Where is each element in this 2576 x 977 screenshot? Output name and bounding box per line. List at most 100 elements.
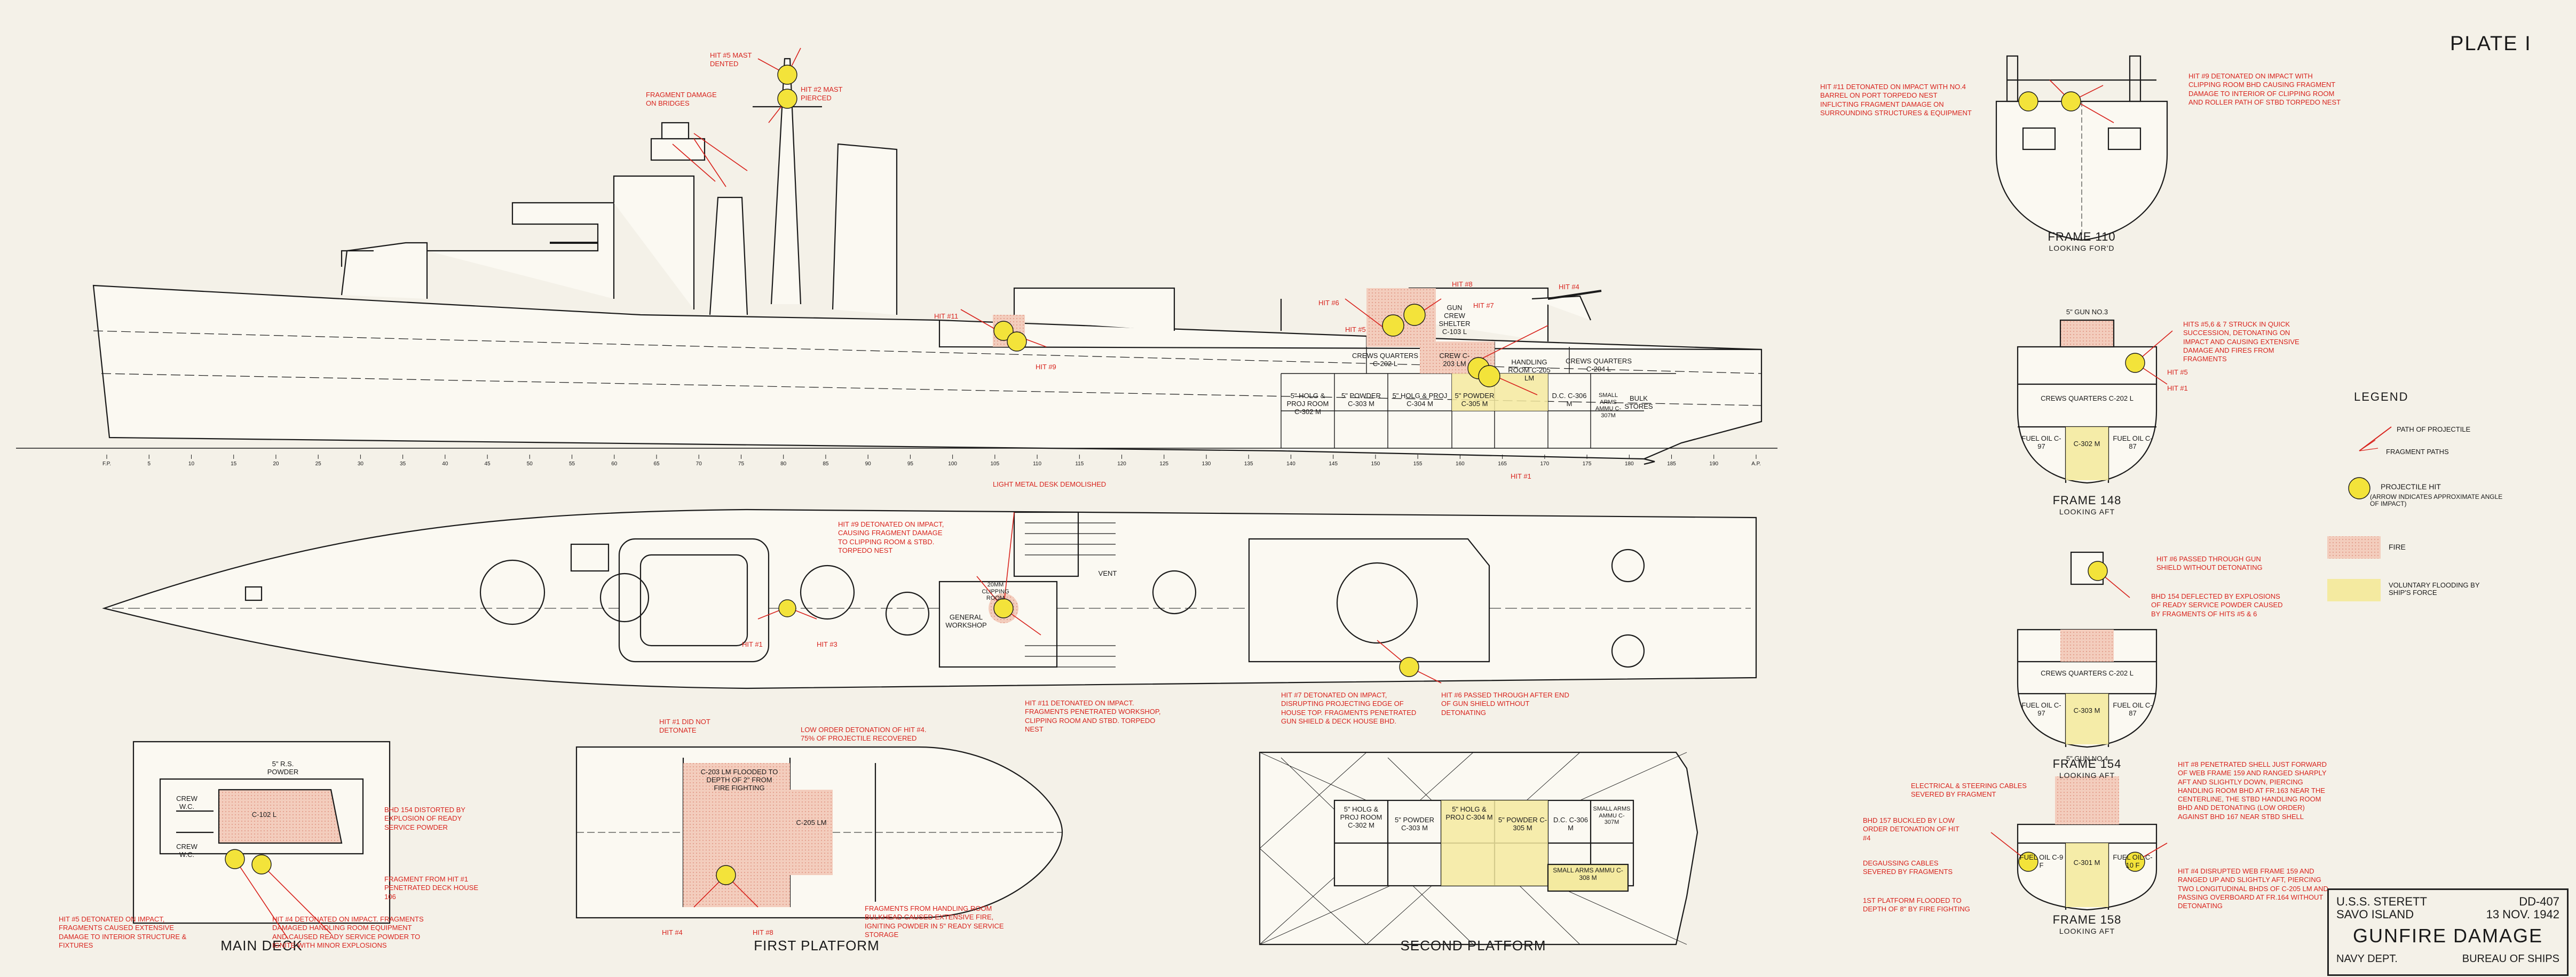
- note-hit1-profile: HIT #1: [1511, 472, 1531, 480]
- plan-view: [102, 509, 1757, 689]
- frame-tick-label: 15: [231, 461, 237, 467]
- frame-tick-label: A.P.: [1751, 461, 1761, 467]
- comp-sp-hold2: 5" HOLG & PROJ C-304 M: [1445, 805, 1493, 821]
- first-platform-caption: FIRST PLATFORM: [754, 938, 880, 954]
- frame-tick-label: F.P.: [102, 461, 111, 467]
- note-f148-hit5: HIT #5: [2167, 368, 2188, 376]
- legend-symbols: [2327, 426, 2392, 601]
- comp-crews-c202l: CREWS QUARTERS C-202 L: [1352, 352, 1418, 368]
- note-hit4-profile: HIT #4: [1559, 283, 1579, 291]
- hit-markers: [225, 65, 2370, 885]
- comp-sp-powder2: 5" POWDER C-305 M: [1498, 816, 1547, 832]
- note-hit8-fp: HIT #8: [753, 928, 773, 936]
- comp-fp-c203: C-203 LM FLOODED TO DEPTH OF 2" FROM FIR…: [700, 768, 778, 792]
- frame-tick-label: 70: [696, 461, 702, 467]
- note-f158-bhd: BHD 157 BUCKLED BY LOW ORDER DETONATION …: [1863, 816, 1959, 842]
- frame-tick-label: 95: [907, 461, 914, 467]
- frame-tick-label: 100: [948, 461, 957, 467]
- frame-tick-label: 190: [1709, 461, 1718, 467]
- comp-crew-wc1: CREW W.C.: [176, 795, 197, 811]
- frame-tick-label: 130: [1202, 461, 1211, 467]
- frame-154-sub: LOOKING AFT: [2059, 771, 2115, 780]
- note-f148-hits: HITS #5,6 & 7 STRUCK IN QUICK SUCCESSION…: [2183, 320, 2300, 363]
- comp-bulk: BULK STORES: [1624, 394, 1653, 410]
- comp-f148-crews: CREWS QUARTERS C-202 L: [2041, 394, 2134, 402]
- comp-f154-crews: CREWS QUARTERS C-202 L: [2041, 669, 2134, 677]
- comp-sp-dc: D.C. C-306 M: [1553, 816, 1589, 832]
- comp-crews-c204l: CREWS QUARTERS C-204 L: [1566, 357, 1632, 373]
- note-hit8-profile: HIT #8: [1452, 280, 1473, 288]
- note-f158-hit8: HIT #8 PENETRATED SHELL JUST FORWARD OF …: [2178, 760, 2327, 821]
- frame-tick-label: 65: [653, 461, 660, 467]
- frame-tick-label: 135: [1244, 461, 1253, 467]
- comp-gun-crew: GUN CREW SHELTER C-103 L: [1439, 304, 1471, 336]
- comp-f154-fo1: FUEL OIL C-97: [2021, 701, 2061, 717]
- comp-f154-mid: C-303 M: [2073, 706, 2100, 714]
- note-f154-hit6: HIT #6 PASSED THROUGH GUN SHIELD WITHOUT…: [2156, 555, 2263, 572]
- legend-hit: PROJECTILE HIT: [2381, 482, 2441, 491]
- note-bhd154: BHD 154 DISTORTED BY EXPLOSION OF READY …: [384, 806, 465, 831]
- note-f158-degauss: DEGAUSSING CABLES SEVERED BY FRAGMENTS: [1863, 859, 1953, 876]
- legend-fragments: FRAGMENT PATHS: [2386, 448, 2449, 456]
- frame-tick-label: 185: [1667, 461, 1676, 467]
- comp-fp-c205: C-205 LM: [796, 819, 827, 827]
- frame-tick-label: 115: [1075, 461, 1084, 467]
- frame-tick-label: 155: [1413, 461, 1423, 467]
- comp-sp-small: SMALL ARMS AMMU C-307M: [1593, 806, 1631, 826]
- frame-148-caption: FRAME 148: [2052, 494, 2122, 507]
- title-block-dept: NAVY DEPT.: [2336, 953, 2398, 965]
- note-hit11-profile: HIT #11: [934, 312, 959, 320]
- note-hit5-detonated: HIT #5 DETONATED ON IMPACT, FRAGMENTS CA…: [59, 915, 187, 949]
- note-hit4-fp: HIT #4: [662, 928, 683, 936]
- comp-vent: VENT: [1098, 569, 1117, 577]
- comp-sp-small2: SMALL ARMS AMMU C-308 M: [1553, 867, 1623, 881]
- comp-rs-powder: 5" R.S. POWDER: [267, 760, 299, 776]
- frame-110-section: [1995, 55, 2168, 241]
- frame-tick-label: 55: [569, 461, 575, 467]
- frame-tick-label: 160: [1456, 461, 1465, 467]
- comp-f158-gun: 5" GUN NO.4: [2066, 754, 2108, 762]
- frame-tick-label: 175: [1583, 461, 1592, 467]
- frame-tick-label: 85: [823, 461, 829, 467]
- frame-tick-label: 75: [738, 461, 745, 467]
- second-platform-view: [1259, 751, 1698, 946]
- legend-title: LEGEND: [2354, 390, 2409, 403]
- comp-f158-fo1: FUEL OIL C-9 F: [2019, 853, 2064, 869]
- comp-powder2: 5" POWDER C-305 M: [1455, 392, 1495, 408]
- note-hit1-not: HIT #1 DID NOT DETONATE: [659, 718, 710, 735]
- note-hit7-profile: HIT #7: [1473, 301, 1494, 309]
- frame-tick-label: 145: [1329, 461, 1338, 467]
- note-f110-hit9: HIT #9 DETONATED ON IMPACT WITH CLIPPING…: [2188, 72, 2341, 106]
- note-f158-hit4: HIT #4 DISRUPTED WEB FRAME 159 AND RANGE…: [2178, 867, 2328, 910]
- comp-handling: HANDLING ROOM C-205 LM: [1508, 358, 1551, 382]
- title-block-date: 13 NOV. 1942: [2486, 908, 2559, 921]
- frame-tick-label: 35: [400, 461, 406, 467]
- note-fragment-hit1: FRAGMENT FROM HIT #1 PENETRATED DECK HOU…: [384, 875, 479, 901]
- note-hit6-profile: HIT #6: [1318, 299, 1339, 307]
- comp-f148-mid: C-302 M: [2073, 440, 2100, 448]
- comp-clipping: 20MM CLIPPING ROOM: [982, 582, 1009, 602]
- frame-tick-label: 50: [527, 461, 533, 467]
- comp-hold1: 5" HOLG & PROJ ROOM C-302 M: [1286, 392, 1329, 416]
- frame-110-caption: FRAME 110: [2048, 230, 2116, 243]
- note-hit9-profile: HIT #9: [1036, 363, 1056, 371]
- main-deck-caption: MAIN DECK: [220, 938, 303, 954]
- note-f154-bhd: BHD 154 DEFLECTED BY EXPLOSIONS OF READY…: [2151, 592, 2283, 618]
- comp-small-arms: SMALL ARMS AMMU C-307M: [1595, 392, 1622, 419]
- first-platform-view: [575, 746, 1063, 919]
- note-hit7-detonated: HIT #7 DETONATED ON IMPACT, DISRUPTING P…: [1281, 691, 1417, 725]
- note-hit11-detonated: HIT #11 DETONATED ON IMPACT. FRAGMENTS P…: [1025, 699, 1161, 733]
- comp-sp-hold1: 5" HOLG & PROJ ROOM C-302 M: [1340, 805, 1382, 829]
- frame-tick-label: 20: [273, 461, 279, 467]
- note-hit5-profile: HIT #5: [1345, 325, 1366, 333]
- comp-crew-c203lm: CREW C-203 LM: [1439, 352, 1470, 368]
- profile-view: [16, 58, 1777, 465]
- note-hit3-plan: HIT #3: [817, 640, 837, 648]
- note-light-metal: LIGHT METAL DESK DEMOLISHED: [993, 480, 1107, 488]
- note-fragments-handling: FRAGMENTS FROM HANDLING ROOM BULKHEAD CA…: [865, 904, 1004, 939]
- frame-tick-label: 40: [442, 461, 448, 467]
- comp-f148-fo2: FUEL OIL C-87: [2113, 434, 2153, 450]
